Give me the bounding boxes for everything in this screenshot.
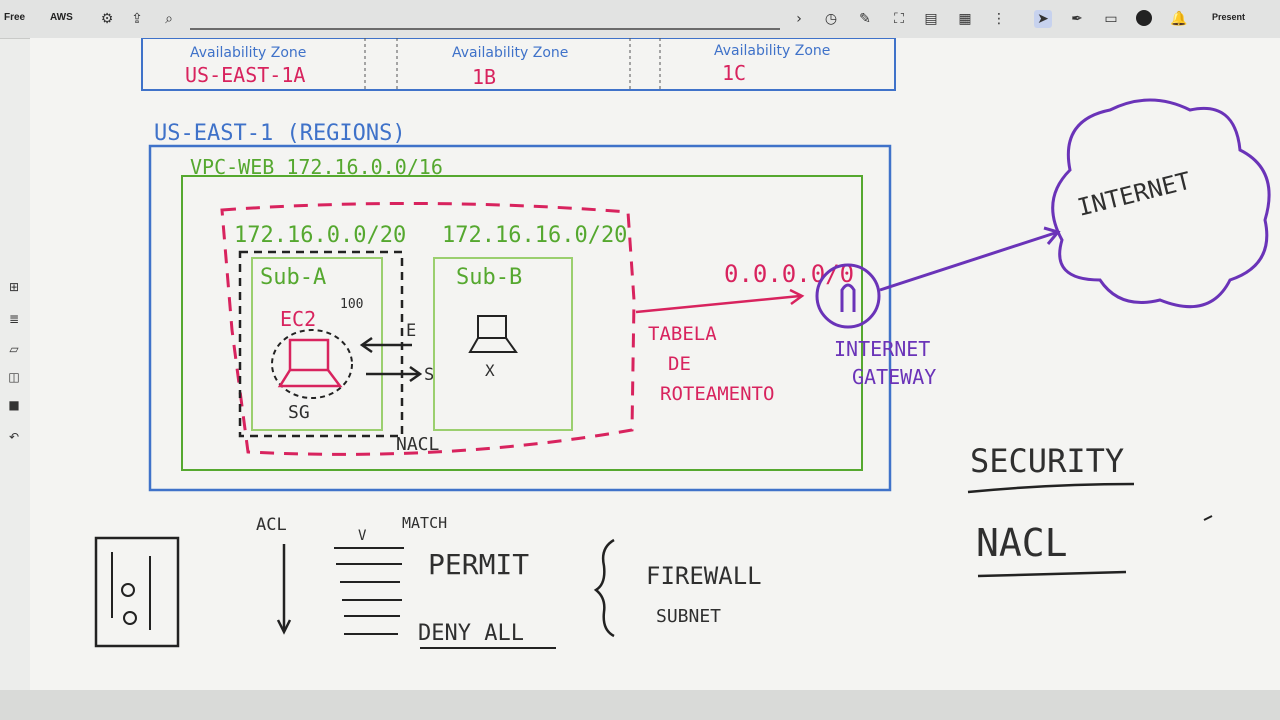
nacl-note-label: NACL <box>976 521 1068 565</box>
left-tool-rail: ⊞ ≣ ▱ ◫ ■ ↶ <box>0 240 30 560</box>
sg-label: SG <box>288 402 310 423</box>
az-label-1: Availability Zone <box>190 45 306 61</box>
default-route-arrow <box>635 288 805 314</box>
note-icon[interactable]: ▤ <box>924 11 938 27</box>
bell-icon[interactable]: 🔔 <box>1170 11 1188 27</box>
image-icon[interactable]: ◫ <box>8 370 20 384</box>
whiteboard-canvas[interactable]: Availability Zone Availability Zone Avai… <box>30 37 1280 690</box>
security-underline <box>967 482 1135 494</box>
avatar[interactable] <box>1136 10 1152 26</box>
search-icon[interactable]: ⌕ <box>165 11 173 27</box>
az-zone-1a: US-EAST-1A <box>185 63 305 87</box>
igw-label-2: GATEWAY <box>852 365 936 389</box>
permit-label: PERMIT <box>428 548 529 581</box>
subnet-b-box <box>433 257 573 431</box>
az-label-2: Availability Zone <box>452 45 568 61</box>
internet-label: INTERNET <box>1075 167 1194 222</box>
subnet-a-cidr: 172.16.0.0/20 <box>234 223 406 248</box>
az-zone-1c: 1C <box>722 61 746 85</box>
subnet-a-label: Sub-A <box>260 265 326 290</box>
subnet-b-cidr: 172.16.16.0/20 <box>442 223 627 248</box>
pen-icon[interactable]: ✒ <box>1071 11 1083 27</box>
outbound-arrow <box>366 365 423 383</box>
az-zone-1b: 1B <box>472 65 496 89</box>
top-toolbar: Free AWS ⚙ ⇪ ⌕ › ◷ ✎ ⛶ ▤ ▦ ⋮ ➤ ✒ ▭ 🔔 Pre… <box>0 0 1280 39</box>
instance-b-icon <box>468 315 518 353</box>
subnet-b-label: Sub-B <box>456 265 522 290</box>
check-mark: V <box>358 528 367 544</box>
security-label: SECURITY <box>970 442 1124 480</box>
chevron-right-icon[interactable]: › <box>796 11 802 27</box>
security-group-circle <box>271 329 353 399</box>
list-icon[interactable]: ≣ <box>8 312 20 326</box>
igw-label-1: INTERNET <box>834 337 930 361</box>
default-route-label: 0.0.0.0/0 <box>724 260 854 288</box>
route-table-label-1: TABELA <box>648 323 717 345</box>
comment-icon[interactable]: ▭ <box>1104 11 1118 27</box>
internet-cloud <box>1051 98 1271 309</box>
match-label: MATCH <box>402 514 447 532</box>
frame-icon[interactable]: ⊞ <box>8 280 20 294</box>
route-table-label-3: ROTEAMENTO <box>660 383 774 405</box>
timer-icon[interactable]: ◷ <box>824 11 838 27</box>
note-icon[interactable]: ▱ <box>9 342 19 356</box>
ec2-number: 100 <box>340 297 363 312</box>
undo-icon[interactable]: ↶ <box>8 430 20 444</box>
pointer-icon[interactable]: ➤ <box>1034 10 1052 28</box>
table-icon[interactable]: ▦ <box>958 11 972 27</box>
acl-arrow <box>276 544 292 635</box>
share-icon[interactable]: ⇪ <box>131 11 143 27</box>
inbound-arrow <box>359 336 412 354</box>
region-label: US-EAST-1 (REGIONS) <box>154 121 406 146</box>
instance-b-mark: X <box>485 361 495 380</box>
stray-mark <box>1203 515 1213 521</box>
more-icon[interactable]: ⋮ <box>992 11 1006 27</box>
az-label-3: Availability Zone <box>714 43 830 59</box>
acl-label: ACL <box>256 515 287 535</box>
nacl-label: NACL <box>396 434 440 455</box>
route-table-boundary <box>220 201 636 456</box>
free-badge[interactable]: Free <box>4 12 26 23</box>
url-bar[interactable] <box>190 28 780 30</box>
bottom-bar <box>0 690 1280 720</box>
brace <box>593 538 615 638</box>
present-button[interactable]: Present <box>1212 12 1246 22</box>
internet-arrow <box>879 226 1061 292</box>
ec2-instance-icon <box>277 338 343 388</box>
rule-lines <box>334 547 404 635</box>
scan-icon[interactable]: ⛶ <box>894 11 904 27</box>
internet-gateway-icon <box>815 263 881 329</box>
edit-icon[interactable]: ✎ <box>859 11 871 27</box>
route-table-label-2: DE <box>668 353 691 375</box>
inbound-label: E <box>406 321 416 341</box>
lock-icon[interactable]: ■ <box>8 398 20 412</box>
nacl-underline <box>977 570 1127 578</box>
availability-zone-strip: Availability Zone Availability Zone Avai… <box>141 37 896 91</box>
deny-all-label: DENY ALL <box>418 621 524 646</box>
sketch-box <box>94 536 180 648</box>
outbound-label: S <box>424 365 434 385</box>
ec2-label: EC2 <box>280 307 316 331</box>
gear-icon[interactable]: ⚙ <box>100 11 114 27</box>
aws-badge[interactable]: AWS <box>50 12 73 23</box>
subnet-note-label: SUBNET <box>656 606 721 627</box>
firewall-label: FIREWALL <box>646 562 762 590</box>
region-box <box>148 144 892 492</box>
